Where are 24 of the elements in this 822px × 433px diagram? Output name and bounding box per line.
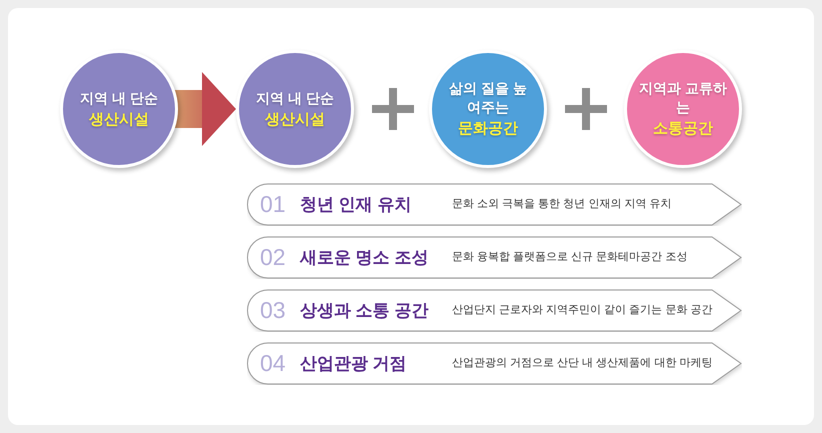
step-description: 산업관광의 거점으로 산단 내 생산제품에 대한 마케팅: [452, 356, 712, 372]
step-number: 04: [260, 352, 287, 375]
pentagon-banner: [247, 183, 742, 226]
circle-text: 지역 내 단순: [80, 88, 158, 108]
step-number: 01: [260, 193, 287, 216]
step-title: 청년 인재 유치: [300, 194, 412, 216]
pentagon-banner: [247, 289, 742, 332]
highlight-text: 생산시설: [265, 110, 325, 130]
step-description: 문화 소외 극복을 통한 청년 인재의 지역 유치: [452, 197, 672, 212]
step-number: 02: [260, 246, 287, 269]
circle-text: 지역과 교류하는: [639, 79, 727, 117]
step-number: 03: [260, 299, 287, 322]
highlight-text: 생산시설: [89, 110, 149, 130]
highlight-text: 소통공간: [653, 119, 713, 139]
circle-text: 삶의 질을 높여주는: [448, 79, 528, 117]
circle-text: 지역 내 단순: [256, 88, 334, 108]
step-description: 산업단지 근로자와 지역주민이 같이 즐기는 문화 공간: [452, 303, 712, 318]
step-description: 문화 융복합 플랫폼으로 신규 문화테마공간 조성: [452, 250, 688, 266]
step-title: 산업관광 거점: [300, 352, 408, 375]
pentagon-banner: [247, 236, 742, 279]
step-title: 상생과 소통 공간: [300, 300, 430, 322]
pentagon-banner: [247, 342, 742, 385]
step-title: 새로운 명소 조성: [300, 246, 430, 269]
highlight-text: 문화공간: [458, 119, 518, 139]
